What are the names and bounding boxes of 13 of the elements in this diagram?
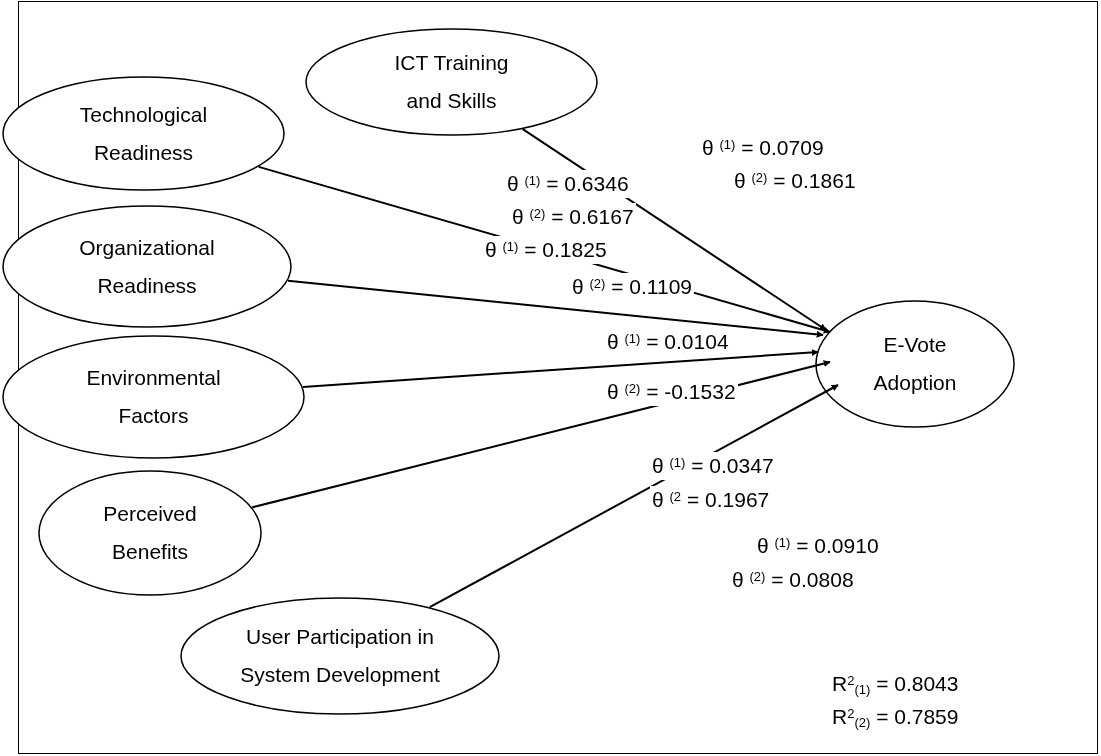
node-text: Perceived Benefits — [102, 501, 198, 565]
coefficient-label: θ $^{(1)}$ = 0.0347 — [650, 452, 776, 480]
node-text: Environmental Factors — [85, 365, 222, 429]
arrow — [287, 279, 824, 338]
arrow — [301, 348, 819, 388]
node-text: Organizational Readiness — [78, 234, 216, 299]
node-text: E-Vote Adoption — [872, 332, 958, 396]
node-text: Technological Readiness — [78, 101, 209, 166]
coefficient-label: θ $^{(1)}$ = 0.1825 — [483, 236, 609, 264]
coefficient-label: θ $^{(1)}$ = 0.6346 — [505, 170, 631, 198]
node-text: User Participation in System Development — [239, 624, 441, 688]
node-text: ICT Training and Skills — [393, 50, 510, 114]
arrow — [428, 384, 839, 609]
